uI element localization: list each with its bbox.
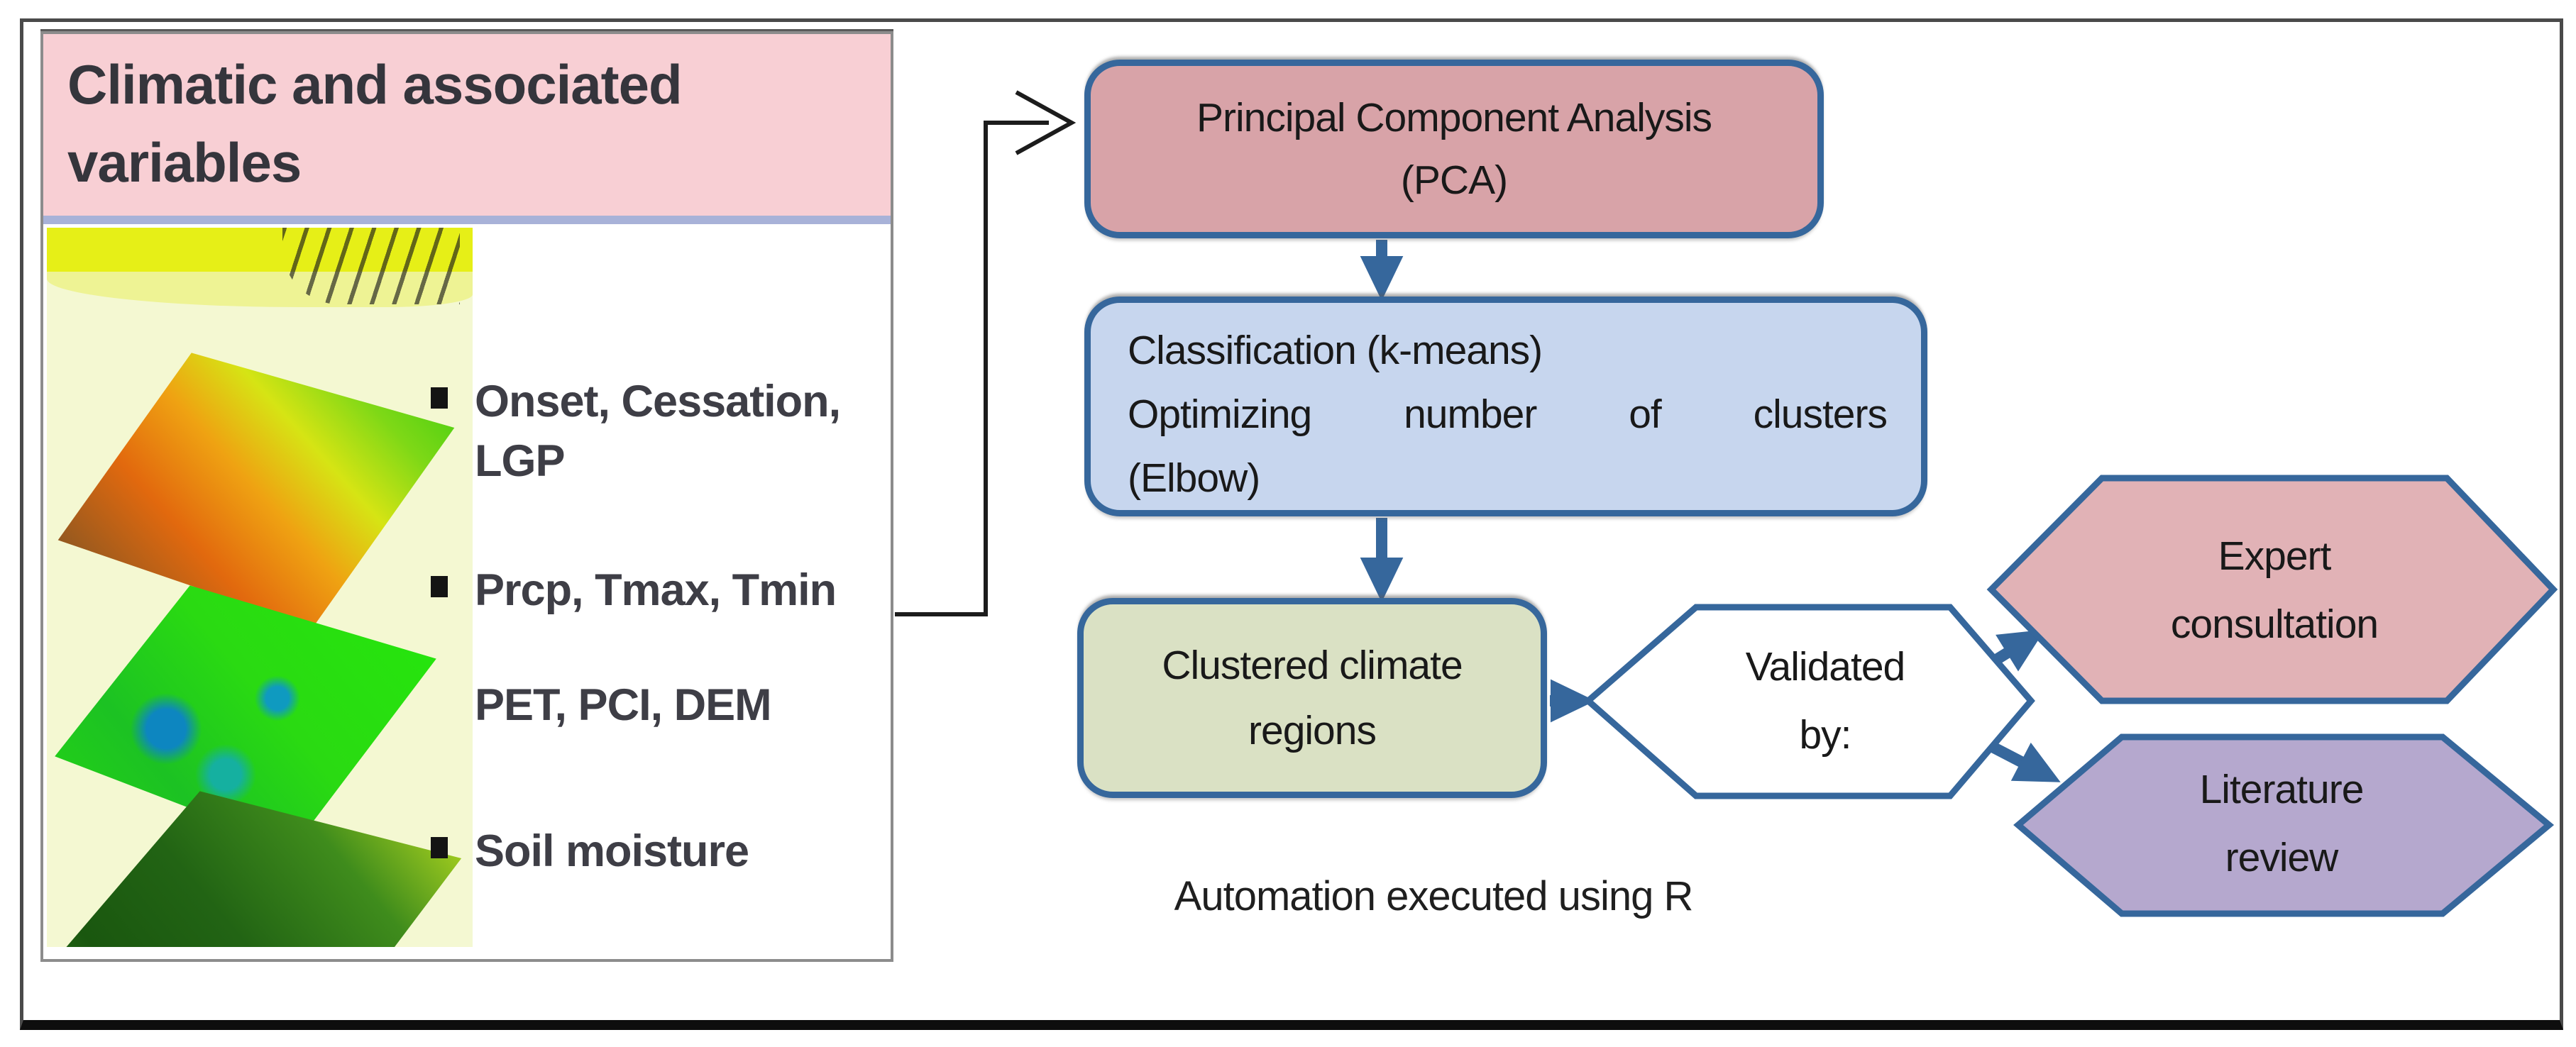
bullet-line: Prcp, Tmax, Tmin [475, 565, 837, 615]
classification-line3: (Elbow) [1128, 455, 1260, 501]
expert-line2: consultation [2170, 602, 2379, 647]
expert-line1: Expert [2218, 533, 2332, 579]
pca-label-line1: Principal Component Analysis [1196, 95, 1712, 140]
pca-label-line2: (PCA) [1400, 157, 1508, 203]
bullet-line: Onset, Cessation, [475, 377, 841, 426]
clustered-label-line1: Clustered climate [1162, 643, 1463, 688]
bullet-item: PET, PCI, DEM [431, 675, 901, 735]
classification-word: clusters [1753, 392, 1888, 437]
clustered-label-line2: regions [1248, 708, 1377, 753]
classification-line2: Optimizing number of clusters [1128, 382, 1888, 446]
literature-label: Literature review [2115, 745, 2448, 902]
literature-line2: review [2225, 835, 2339, 880]
clustered-regions-box: Clustered climate regions [1077, 598, 1547, 798]
automation-note: Automation executed using R [1174, 873, 1694, 919]
bullet-line: LGP [475, 436, 566, 486]
panel-divider [43, 216, 891, 224]
classification-word: Optimizing [1128, 392, 1312, 437]
validated-label: Validated by: [1683, 616, 1967, 786]
validated-line1: Validated [1745, 644, 1905, 689]
pca-box: Principal Component Analysis (PCA) [1084, 60, 1824, 238]
literature-line1: Literature [2199, 767, 2365, 812]
climatic-variables-panel: Climatic and associated variables Onset,… [40, 31, 893, 962]
map-layer-terrain [57, 353, 455, 628]
bullet-label: PET, PCI, DEM [475, 675, 901, 735]
bullet-item: Onset, Cessation, LGP [431, 372, 901, 491]
classification-line1: Classification (k-means) [1128, 328, 1543, 373]
bullet-square-icon [431, 387, 448, 409]
bullet-square-icon [431, 837, 448, 858]
classification-box: Classification (k-means) Optimizing numb… [1084, 297, 1927, 516]
panel-content: Onset, Cessation, LGP Prcp, Tmax, Tmin P… [43, 224, 891, 952]
bullet-line: PET, PCI, DEM [475, 680, 772, 730]
classification-word: number [1404, 392, 1537, 437]
bullet-line: Soil moisture [475, 826, 749, 876]
panel-title: Climatic and associated variables [43, 34, 891, 216]
bullet-item: Prcp, Tmax, Tmin [431, 560, 901, 620]
expert-label: Expert consultation [2093, 492, 2455, 688]
map-scribbles [282, 228, 460, 304]
bullet-label: Prcp, Tmax, Tmin [475, 560, 901, 620]
validated-line2: by: [1799, 712, 1851, 758]
bullet-item: Soil moisture [431, 821, 901, 881]
climate-map-stack-image [47, 228, 473, 947]
bullet-label: Onset, Cessation, LGP [475, 372, 901, 491]
classification-word: of [1629, 392, 1662, 437]
bullet-label: Soil moisture [475, 821, 901, 881]
bullet-square-icon [431, 576, 448, 597]
